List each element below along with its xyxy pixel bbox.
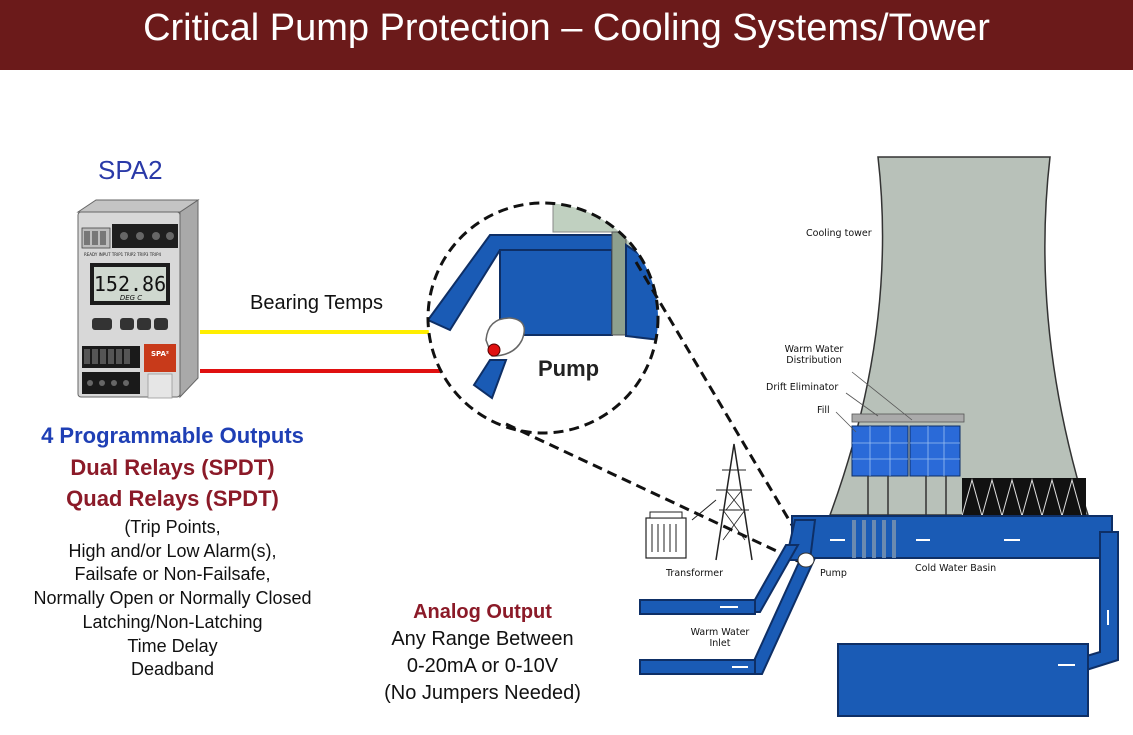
- spa2-device: READY INPUT TRIP1 TRIP2 TRIP3 TRIP4 152.…: [76, 199, 200, 399]
- pump-zoom-detail: [428, 203, 658, 433]
- zoom-circle: [426, 201, 660, 435]
- pump-label: Pump: [820, 568, 847, 579]
- device-label: SPA2: [98, 155, 163, 185]
- pump-zoom-label: Pump: [538, 356, 600, 381]
- label-line: Warm Water: [690, 627, 750, 638]
- title-banner: Critical Pump Protection – Cooling Syste…: [0, 0, 1133, 70]
- zoom-leader-upper: [634, 261, 810, 553]
- select-button: [154, 318, 168, 330]
- fill-label: Fill: [817, 405, 830, 416]
- zoom-leader-lower: [505, 422, 801, 564]
- analog-output-block: Analog Output Any Range Between 0-20mA o…: [360, 599, 605, 707]
- relay-line-2: Quad Relays (SPDT): [66, 486, 279, 511]
- display-unit: DEG C: [120, 294, 142, 302]
- detail-line: Normally Open or Normally Closed: [33, 588, 312, 609]
- cold-water-basin: [791, 515, 1113, 559]
- detail-line: Time Delay: [127, 635, 218, 656]
- display-value: 152.86: [94, 272, 166, 296]
- analog-output-title: Analog Output: [413, 601, 552, 623]
- bearing-temps-label: Bearing Temps: [250, 292, 384, 314]
- detail-line: Failsafe or Non-Failsafe,: [74, 564, 271, 585]
- drift-eliminator-label: Drift Eliminator: [766, 382, 839, 393]
- detail-line: High and/or Low Alarm(s),: [68, 540, 277, 561]
- output-details-list: (Trip Points, High and/or Low Alarm(s), …: [0, 516, 345, 682]
- cold-water-basin-label: Cold Water Basin: [915, 563, 997, 574]
- up-button: [120, 318, 134, 330]
- detail-line: Deadband: [130, 659, 215, 680]
- cooling-tower: [828, 156, 1090, 520]
- cooling-tower-label: Cooling tower: [806, 228, 872, 239]
- transformer: [645, 511, 687, 559]
- detail-line: (Trip Points,: [124, 517, 221, 537]
- label-line: Warm Water: [784, 344, 844, 355]
- relay-line-1: Dual Relays (SPDT): [70, 455, 275, 480]
- transformer-label: Transformer: [666, 568, 724, 579]
- terminal-labels-text: READY INPUT TRIP1 TRIP2 TRIP3 TRIP4: [84, 252, 162, 257]
- outputs-title: 4 Programmable Outputs: [41, 423, 304, 448]
- label-line: Distribution: [786, 355, 842, 366]
- warm-water-distribution-label: Warm Water Distribution: [784, 344, 844, 366]
- analog-line: (No Jumpers Needed): [384, 682, 581, 704]
- warm-water-inlet-label: Warm Water Inlet: [690, 627, 750, 649]
- analog-line: Any Range Between: [391, 628, 574, 650]
- label-line: Inlet: [709, 638, 731, 649]
- device-brand: SPA²: [151, 350, 169, 358]
- transmission-tower: [691, 443, 753, 561]
- down-button: [137, 318, 151, 330]
- water-pipes: [639, 519, 1119, 717]
- page-title: Critical Pump Protection – Cooling Syste…: [143, 7, 990, 49]
- analog-line: 0-20mA or 0-10V: [406, 655, 559, 677]
- detail-line: Latching/Non-Latching: [82, 611, 263, 632]
